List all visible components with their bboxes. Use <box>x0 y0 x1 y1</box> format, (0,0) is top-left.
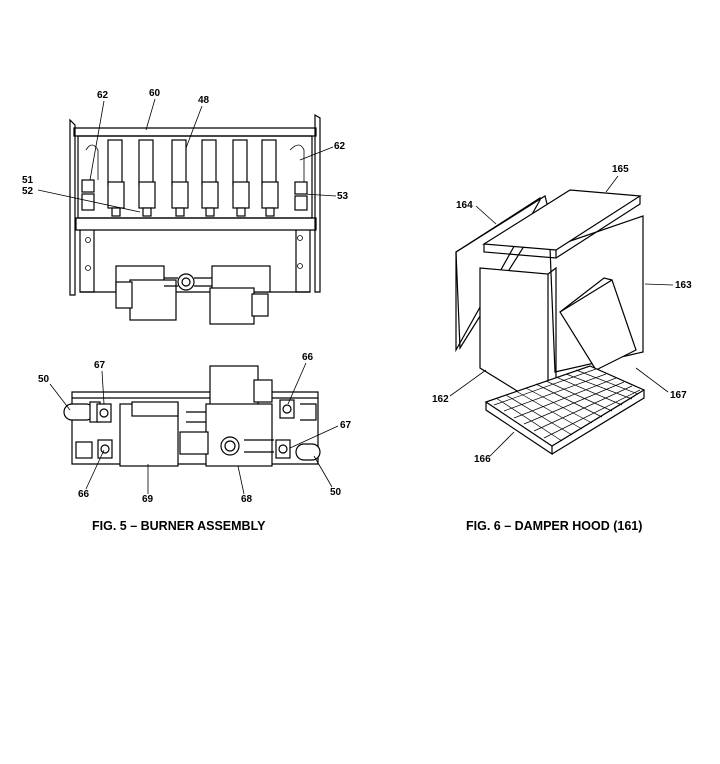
callout-67-right: 67 <box>340 420 352 431</box>
damper-hood-drawing <box>455 189 646 456</box>
callout-67-left: 67 <box>94 360 106 371</box>
callout-167: 167 <box>670 390 687 401</box>
callout-52: 52 <box>22 186 34 197</box>
callout-165: 165 <box>612 164 629 175</box>
fig6-caption: FIG. 6 – DAMPER HOOD (161) <box>466 519 642 533</box>
callout-69: 69 <box>142 494 154 505</box>
burner-assembly-bottom-view <box>63 365 321 467</box>
callout-51: 51 <box>22 175 34 186</box>
gas-valves <box>115 265 271 325</box>
callout-62-right: 62 <box>334 141 346 152</box>
fig5-top-callouts: 62 60 48 62 51 52 53 <box>22 88 349 213</box>
callout-66-right: 66 <box>302 352 314 363</box>
burner-tubes <box>107 139 279 217</box>
callout-50-left: 50 <box>38 374 50 385</box>
grate-mesh <box>493 368 641 442</box>
callout-164: 164 <box>456 200 473 211</box>
fig5-caption: FIG. 5 – BURNER ASSEMBLY <box>92 519 266 533</box>
fig5-bottom-callouts: 50 67 66 66 69 68 67 50 <box>38 352 352 505</box>
callout-53: 53 <box>337 191 349 202</box>
callout-166: 166 <box>474 454 491 465</box>
callout-62-left: 62 <box>97 90 109 101</box>
callout-163: 163 <box>675 280 692 291</box>
callout-162: 162 <box>432 394 449 405</box>
burner-assembly-top-view <box>69 113 321 325</box>
callout-66-left: 66 <box>78 489 90 500</box>
callout-68: 68 <box>241 494 253 505</box>
callout-60: 60 <box>149 88 161 99</box>
fig6-callouts: 165 164 163 162 167 166 <box>432 164 692 465</box>
callout-50-right: 50 <box>330 487 342 498</box>
callout-48: 48 <box>198 95 210 106</box>
